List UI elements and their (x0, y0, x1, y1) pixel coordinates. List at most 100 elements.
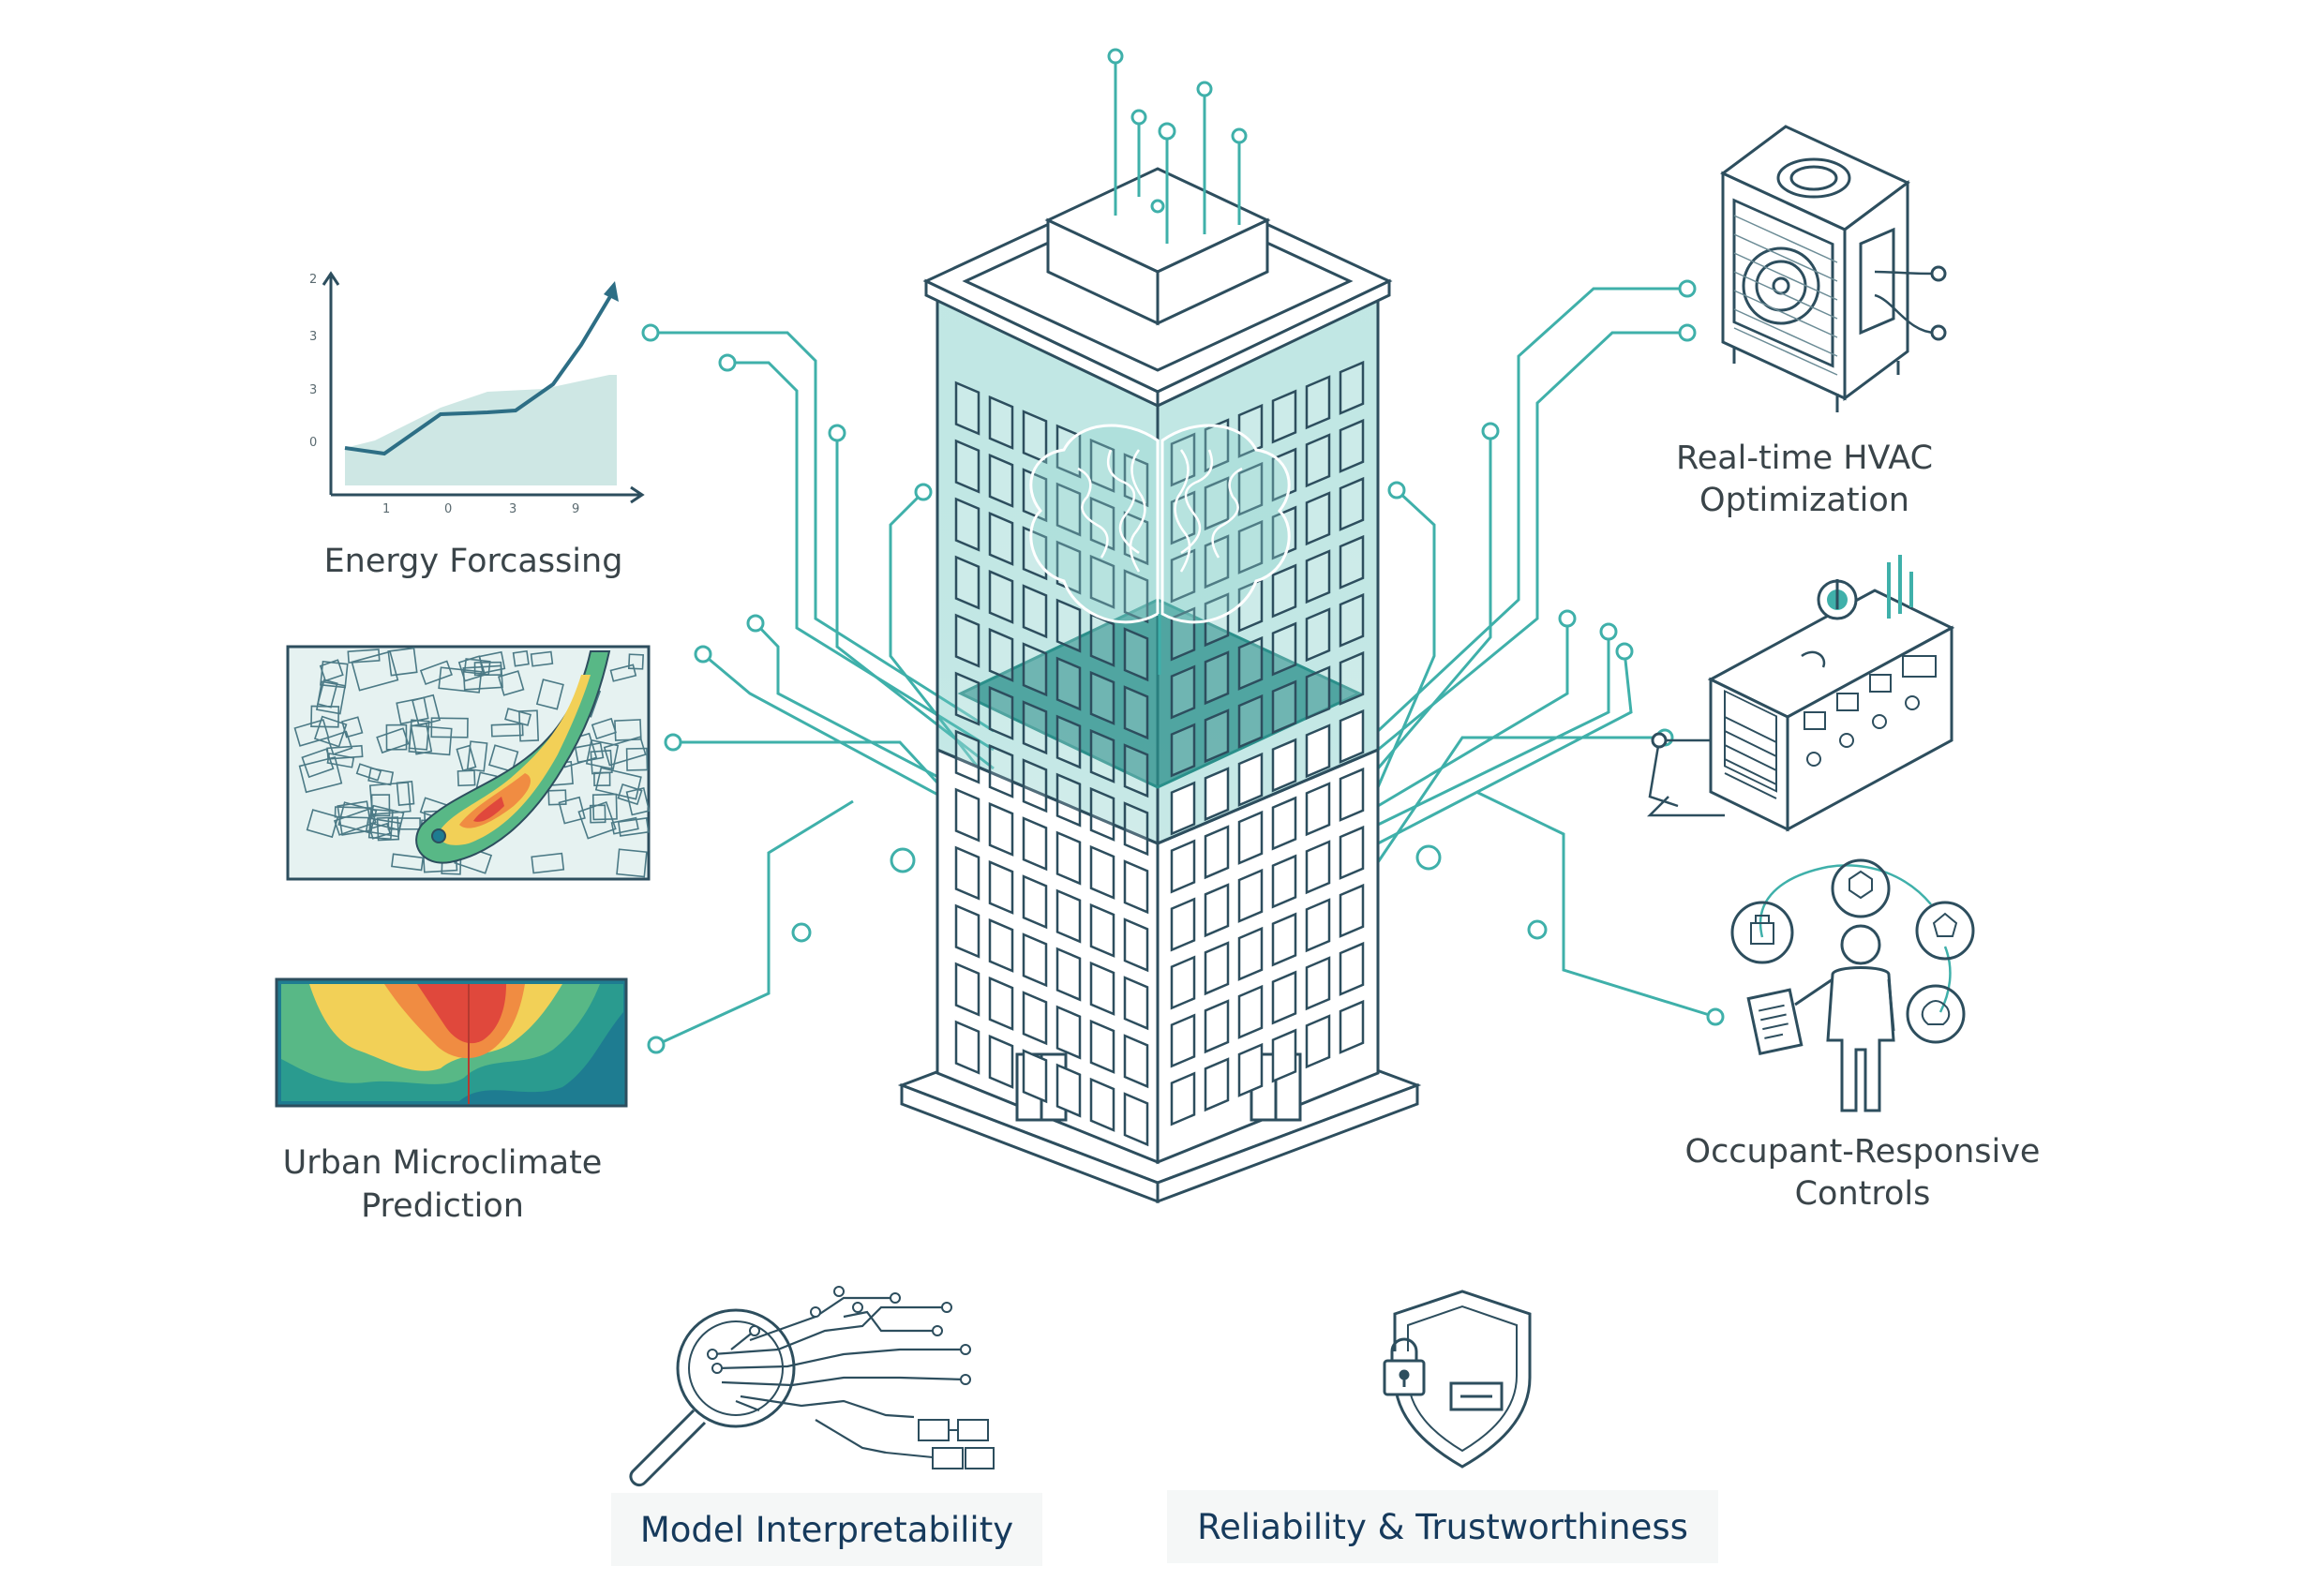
building-window (1271, 679, 1297, 735)
building-window (988, 917, 1014, 973)
building-window (988, 395, 1014, 450)
building-window (1089, 728, 1115, 783)
magnifier-circuit-icon (629, 1286, 995, 1487)
building-window (1123, 1034, 1149, 1089)
building-window (1089, 961, 1115, 1016)
occupant-controls-label-1: Occupant-Responsive (1685, 1133, 2041, 1171)
building-window (1123, 569, 1149, 624)
y-tick: 3 (309, 383, 317, 397)
building-window (1305, 956, 1331, 1011)
building-window (1339, 709, 1365, 764)
building-window (1305, 840, 1331, 895)
building-window (1170, 1013, 1196, 1068)
map-block (625, 786, 651, 816)
building-window (1089, 844, 1115, 900)
map-block (535, 679, 564, 710)
ai-building-icon (897, 48, 1422, 1204)
building-window (1237, 694, 1264, 749)
energy-forecasting-label: Energy Forcassing (324, 543, 623, 580)
building-window (954, 555, 980, 610)
building-window (1305, 607, 1331, 663)
building-window (1022, 410, 1048, 465)
map-block (341, 716, 364, 738)
building-window (1305, 898, 1331, 953)
building-window (1204, 1057, 1230, 1112)
map-block (333, 807, 377, 836)
building-window (1305, 665, 1331, 721)
map-block (577, 800, 617, 840)
building-window (1055, 598, 1082, 653)
urban-microclimate-label-1: Urban Microclimate (283, 1144, 603, 1182)
building-window (988, 801, 1014, 857)
x-tick: 0 (444, 502, 452, 516)
map-block (376, 816, 400, 842)
map-block (320, 661, 349, 689)
map-block (438, 666, 483, 694)
building-window (1204, 767, 1230, 822)
building-window (1271, 912, 1297, 967)
building-window (1089, 670, 1115, 725)
building-window (1123, 627, 1149, 682)
building-window (988, 743, 1014, 798)
building-window (1237, 635, 1264, 691)
building-window (988, 685, 1014, 740)
building-window (1339, 592, 1365, 648)
building-window (1237, 519, 1264, 574)
map-block (512, 649, 530, 667)
building-window (1237, 926, 1264, 981)
occupant-person-icon (1730, 858, 1975, 1112)
building-window (954, 845, 980, 901)
y-tick: 3 (309, 330, 317, 344)
building-window (1022, 584, 1048, 639)
building-window (1237, 403, 1264, 458)
map-block (591, 717, 617, 740)
building-window (1271, 1028, 1297, 1083)
map-block (301, 748, 335, 779)
building-window (1305, 375, 1331, 430)
building-window (988, 1034, 1014, 1089)
building-window (1237, 1042, 1264, 1097)
building-window (1271, 621, 1297, 677)
building-window (1123, 1092, 1149, 1147)
map-block (419, 660, 453, 686)
map-block (396, 696, 429, 725)
map-block (337, 800, 373, 836)
forecast-line (344, 287, 617, 456)
building-window (1271, 389, 1297, 444)
map-block (610, 816, 639, 835)
building-window (1170, 839, 1196, 894)
building-window (1123, 743, 1149, 798)
building-window (988, 859, 1014, 915)
map-block (351, 650, 399, 692)
building-window (1089, 1019, 1115, 1074)
building-window (1271, 505, 1297, 560)
map-block (387, 817, 421, 830)
building-window (954, 787, 980, 843)
building-window (1170, 548, 1196, 604)
building-window (988, 453, 1014, 508)
map-block (313, 715, 348, 748)
y-tick: 2 (309, 273, 317, 287)
circuit-nodes (641, 279, 1725, 1054)
building-window (1170, 1071, 1196, 1126)
energy-forecast-chart: 2 3 3 0 1 0 3 9 (309, 271, 645, 516)
building-window (1022, 874, 1048, 930)
map-block (531, 852, 565, 874)
map-block (456, 744, 477, 772)
building-window (954, 439, 980, 494)
building-window (1339, 650, 1365, 706)
circuit-lines (651, 287, 1716, 1047)
building-window (1271, 738, 1297, 793)
occupant-controls-label-2: Controls (1795, 1175, 1931, 1213)
building-window (1089, 612, 1115, 667)
map-block (293, 719, 330, 747)
map-block (473, 661, 502, 677)
map-block (547, 789, 567, 806)
building-window (1055, 888, 1082, 944)
building-window (1089, 438, 1115, 493)
building-window (1055, 656, 1082, 711)
map-block (326, 730, 353, 755)
map-block (368, 804, 405, 831)
map-block (396, 780, 415, 806)
